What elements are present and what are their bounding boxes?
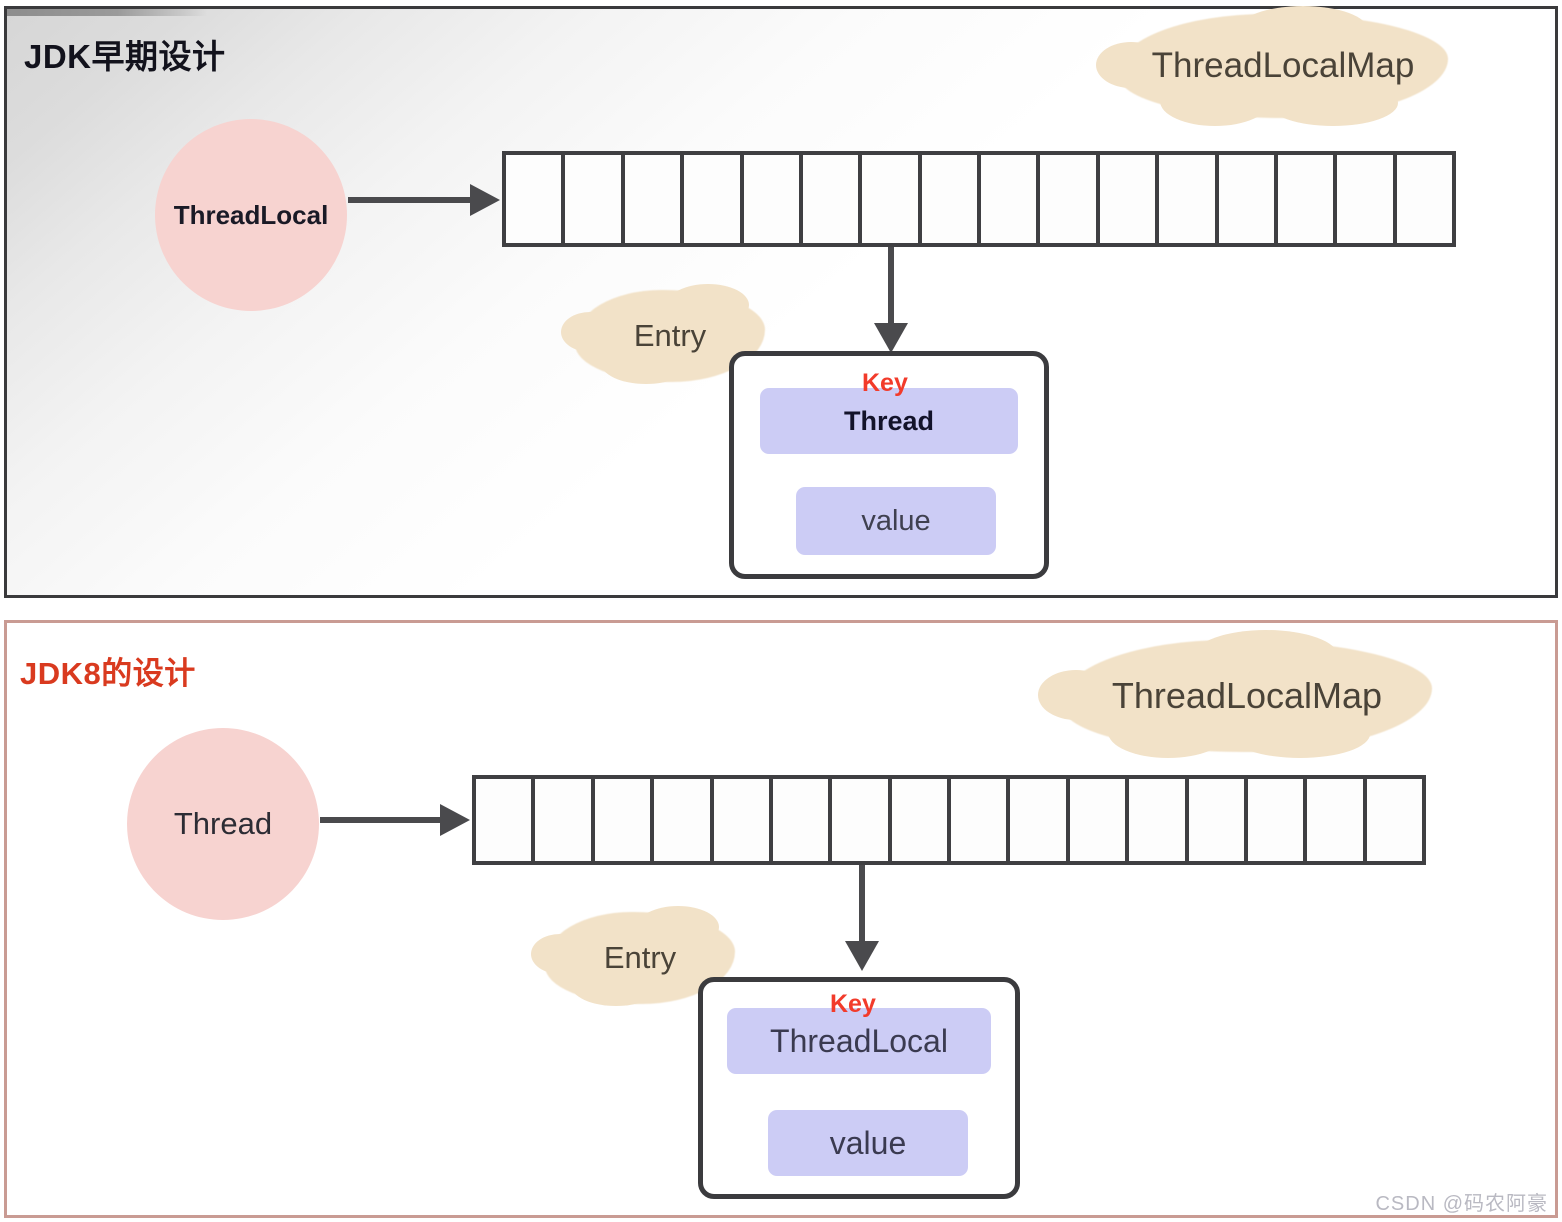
array-cell <box>1189 779 1248 861</box>
cloud-blob-lobe <box>601 342 691 384</box>
cloud-blob-lobe <box>1038 670 1114 720</box>
array-cell <box>862 155 922 243</box>
array-cell <box>476 779 536 861</box>
array-cell <box>1100 155 1160 243</box>
cloud-label-text: Entry <box>633 318 707 353</box>
arrow-array-to-entry-bottom <box>845 865 879 971</box>
entry-key-value: ThreadLocal <box>770 1022 948 1059</box>
arrow-shaft <box>320 817 442 823</box>
entry-value-chip-top: value <box>796 487 996 555</box>
cloud-label-text: ThreadLocalMap <box>1151 46 1415 85</box>
cloud-label-threadlocalmap-top: ThreadLocalMap <box>1096 6 1448 126</box>
arrow-threadlocal-to-array <box>348 183 500 217</box>
cloud-blob-lobe <box>1160 76 1270 126</box>
cloud-blob-lobe <box>1230 710 1370 758</box>
cloud-blob-lobe <box>637 906 719 948</box>
arrow-head-icon <box>440 804 470 836</box>
cloud-blob-lobe <box>1108 706 1228 758</box>
node-circle-label: ThreadLocal <box>173 199 329 230</box>
array-threadlocalmap-bottom <box>472 775 1426 865</box>
cloud-blob-lobe <box>667 284 749 326</box>
array-cell <box>684 155 744 243</box>
array-threadlocalmap-top <box>502 151 1456 247</box>
panel-title-jdk8: JDK8的设计 <box>20 656 196 691</box>
arrow-array-to-entry-top <box>874 247 908 353</box>
array-cell <box>1159 155 1219 243</box>
entry-key-label-top: Key <box>862 369 908 397</box>
cloud-label-text: ThreadLocalMap <box>1111 675 1383 716</box>
node-circle-threadlocal: ThreadLocal <box>155 119 347 311</box>
array-cell <box>773 779 833 861</box>
arrow-head-icon <box>470 184 500 216</box>
cloud-label-text: Entry <box>603 940 677 975</box>
arrow-head-icon <box>845 941 879 971</box>
entry-key-value: Thread <box>843 405 935 436</box>
array-cell <box>1397 155 1452 243</box>
array-cell <box>535 779 595 861</box>
entry-value-label: value <box>829 1124 907 1161</box>
arrow-shaft <box>348 197 472 203</box>
array-cell <box>892 779 951 861</box>
array-cell <box>744 155 803 243</box>
arrow-shaft <box>888 247 894 327</box>
node-circle-label: Thread <box>173 806 273 841</box>
array-cell <box>654 779 714 861</box>
array-cell <box>714 779 773 861</box>
array-cell <box>1278 155 1338 243</box>
array-cell <box>1129 779 1189 861</box>
array-cell <box>1010 779 1070 861</box>
array-cell <box>1219 155 1278 243</box>
array-cell <box>1307 779 1367 861</box>
array-cell <box>922 155 981 243</box>
array-cell <box>1248 779 1308 861</box>
csdn-watermark: CSDN @码农阿豪 <box>1375 1193 1548 1215</box>
entry-key-label-bottom: Key <box>830 990 876 1018</box>
array-cell <box>1040 155 1100 243</box>
array-cell <box>1367 779 1422 861</box>
array-cell <box>595 779 655 861</box>
entry-value-chip-bottom: value <box>768 1110 968 1176</box>
cloud-blob-lobe <box>1096 42 1166 88</box>
arrow-thread-to-array <box>320 803 470 837</box>
cloud-blob-lobe <box>1238 6 1368 54</box>
cloud-label-entry-top: Entry <box>561 284 765 384</box>
array-cell <box>625 155 685 243</box>
entry-value-label: value <box>861 504 931 537</box>
array-cell <box>1337 155 1397 243</box>
cloud-blob-lobe <box>531 934 589 974</box>
panel-title-jdk-early: JDK早期设计 <box>24 38 226 75</box>
entry-key-chip-top: Thread <box>760 388 1018 454</box>
cloud-label-threadlocalmap-bottom: ThreadLocalMap <box>1038 630 1432 758</box>
arrow-head-icon <box>874 323 908 353</box>
cloud-blob-lobe <box>1194 630 1338 682</box>
array-cell <box>506 155 566 243</box>
array-cell <box>832 779 892 861</box>
arrow-shaft <box>859 865 865 945</box>
array-cell <box>951 779 1011 861</box>
entry-key-chip-bottom: ThreadLocal <box>727 1008 991 1074</box>
array-cell <box>803 155 863 243</box>
cloud-blob-lobe <box>561 312 619 352</box>
array-cell <box>565 155 625 243</box>
node-circle-thread: Thread <box>127 728 319 920</box>
array-cell <box>981 155 1041 243</box>
array-cell <box>1070 779 1130 861</box>
panel-top-shadow <box>7 9 207 16</box>
cloud-blob-lobe <box>1268 80 1398 126</box>
cloud-blob-lobe <box>571 964 661 1006</box>
